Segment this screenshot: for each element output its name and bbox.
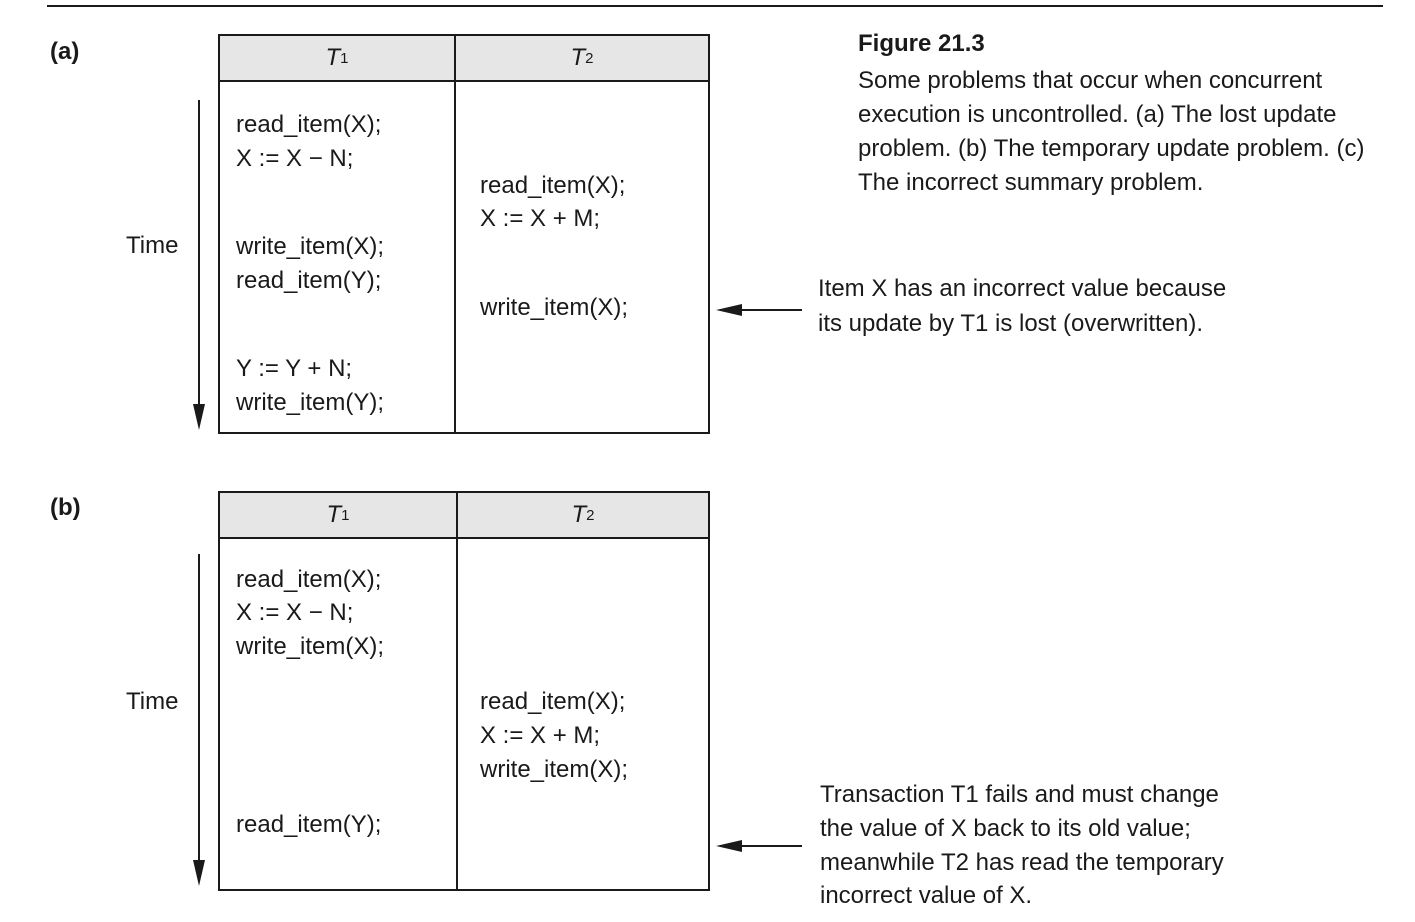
- panel-b-table-header: [220, 493, 708, 539]
- panel-a-t2-op: X := X + M;: [480, 205, 601, 232]
- panel-a-time-label: Time: [126, 232, 179, 259]
- figure-caption: Some problems that occur when concurrent…: [858, 67, 1365, 196]
- panel-b-note-line: Transaction T1 fails and must change: [820, 781, 1219, 808]
- panel-b-time-label: Time: [126, 688, 179, 715]
- panel-a-label: (a): [50, 38, 80, 65]
- panel-b-t2-op: read_item(X);: [480, 688, 626, 715]
- panel-a-t1-op: read_item(X);: [236, 111, 382, 138]
- panel-b-t1-op: X := X − N;: [236, 599, 354, 626]
- figure-title: Figure 21.3: [858, 30, 985, 57]
- panel-b-label: (b): [50, 494, 81, 521]
- panel-b-t2-op: write_item(X);: [480, 756, 629, 783]
- panel-a-t2-op: read_item(X);: [480, 172, 626, 199]
- top-rule: [47, 5, 1383, 7]
- panel-a-table-header: [220, 36, 708, 82]
- panel-a-t2-op: write_item(X);: [480, 294, 629, 321]
- panel-b-t1-op: read_item(Y);: [236, 811, 382, 838]
- panel-a-t1-op: write_item(X);: [236, 233, 385, 260]
- panel-a-note-arrow: [716, 304, 802, 316]
- panel-b-t1-op: read_item(X);: [236, 566, 382, 593]
- panel-b-note-line: the value of X back to its old value;: [820, 815, 1191, 842]
- panel-b-note-arrow: [716, 840, 802, 852]
- panel-a-column-divider: [454, 36, 456, 432]
- panel-a-note-line: its update by T1 is lost (overwritten).: [818, 310, 1204, 337]
- panel-b-t1-op: write_item(X);: [236, 633, 385, 660]
- panel-a-t1-op: read_item(Y);: [236, 267, 382, 294]
- panel-a-note-line: Item X has an incorrect value because: [818, 275, 1227, 302]
- panel-b-note-line: incorrect value of X.: [820, 882, 1033, 909]
- panel-b-note-line: meanwhile T2 has read the temporary: [820, 849, 1224, 876]
- panel-b-time-arrow: [193, 554, 205, 886]
- panel-a-t1-op: write_item(Y);: [236, 389, 385, 416]
- panel-b-column-divider: [456, 493, 458, 889]
- panel-a-t1-op: Y := Y + N;: [236, 355, 353, 382]
- panel-b-t2-op: X := X + M;: [480, 722, 601, 749]
- panel-a-time-arrow: [193, 100, 205, 430]
- panel-a-t1-op: X := X − N;: [236, 145, 354, 172]
